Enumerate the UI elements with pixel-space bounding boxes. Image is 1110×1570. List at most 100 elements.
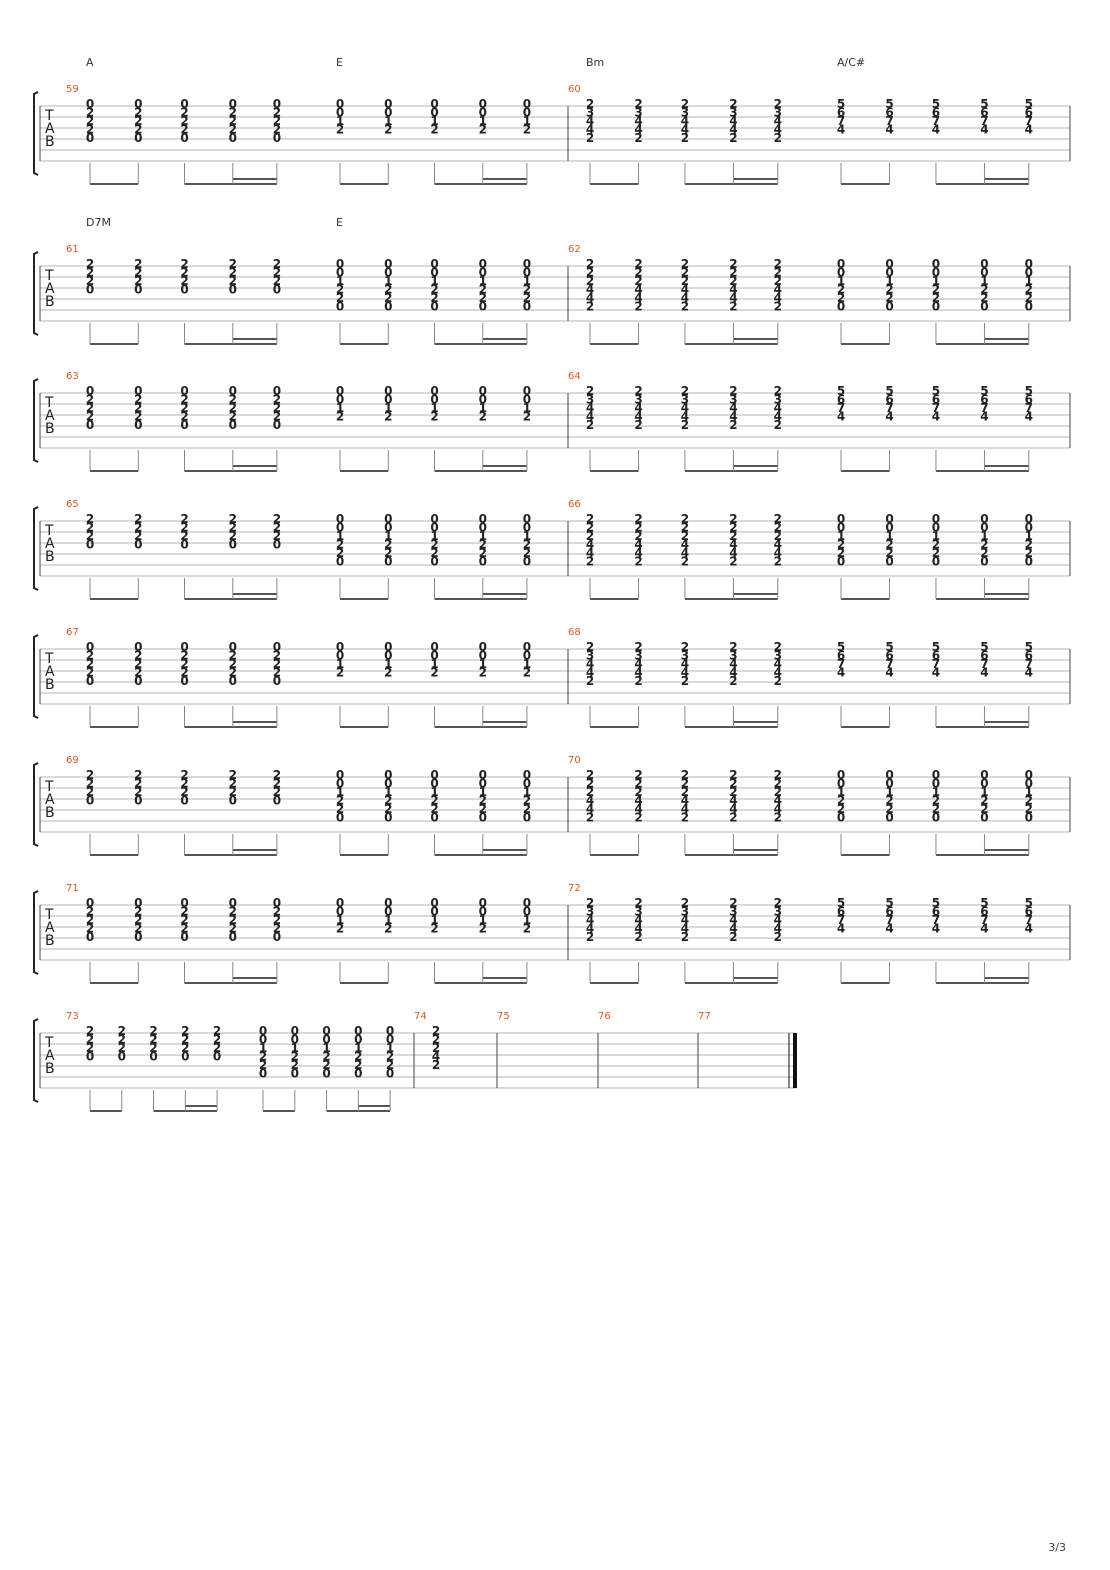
fret-number: 2 [134,921,142,935]
fret-number: 2 [586,274,594,288]
fret-number: 4 [634,401,642,415]
fret-number: 0 [479,257,487,271]
fret-number: 0 [479,640,487,654]
fret-number: 3 [774,904,782,918]
fret-number: 1 [523,913,531,927]
fret-number: 2 [932,282,940,296]
measure-number: 65 [66,499,79,510]
fret-number: 2 [273,122,281,136]
fret-number: 1 [885,785,893,799]
fret-number: 0 [523,392,531,406]
fret-number: 4 [729,291,737,305]
fret-number: 0 [259,1024,267,1038]
fret-number: 2 [180,114,188,128]
fret-number: 2 [430,546,438,560]
fret-number: 2 [432,1041,440,1055]
fret-number: 0 [134,97,142,111]
fret-number: 2 [634,640,642,654]
fret-number: 2 [134,105,142,119]
fret-number: 1 [291,1041,299,1055]
fret-number: 0 [384,97,392,111]
fret-number: 5 [885,640,893,654]
fret-number: 0 [479,97,487,111]
fret-number: 2 [681,299,689,313]
fret-number: 2 [430,122,438,136]
fret-number: 2 [134,648,142,662]
fret-number: 2 [729,776,737,790]
fret-number: 4 [634,122,642,136]
fret-number: 2 [586,896,594,910]
fret-number: 4 [729,114,737,128]
fret-number: 7 [837,401,845,415]
fret-number: 0 [430,257,438,271]
fret-number: 2 [479,921,487,935]
fret-number: 0 [180,537,188,551]
fret-number: 0 [336,640,344,654]
fret-number: 0 [86,896,94,910]
fret-number: 0 [523,257,531,271]
fret-number: 2 [980,793,988,807]
fret-number: 2 [180,648,188,662]
fret-number: 2 [134,409,142,423]
fret-number: 2 [980,282,988,296]
fret-number: 0 [837,768,845,782]
fret-number: 2 [729,384,737,398]
fret-number: 2 [180,520,188,534]
fret-number: 2 [681,776,689,790]
fret-number: 7 [885,401,893,415]
fret-number: 7 [885,913,893,927]
fret-number: 0 [430,384,438,398]
fret-number: 0 [479,512,487,526]
fret-number: 2 [523,921,531,935]
fret-number: 2 [384,122,392,136]
fret-number: 2 [681,418,689,432]
fret-number: 2 [1025,537,1033,551]
fret-number: 4 [729,537,737,551]
fret-number: 0 [430,768,438,782]
fret-number: 0 [479,384,487,398]
fret-number: 0 [384,520,392,534]
fret-number: 4 [634,537,642,551]
fret-number: 0 [229,384,237,398]
fret-number: 2 [336,802,344,816]
fret-number: 1 [980,785,988,799]
fret-number: 2 [523,665,531,679]
fret-number: 0 [523,810,531,824]
fret-number: 2 [86,657,94,671]
fret-number: 0 [180,640,188,654]
fret-number: 0 [523,768,531,782]
fret-number: 2 [180,776,188,790]
fret-number: 4 [774,921,782,935]
fret-number: 2 [885,291,893,305]
fret-number: 2 [586,512,594,526]
fret-number: 0 [86,1049,94,1063]
fret-number: 0 [273,930,281,944]
fret-number: 2 [681,512,689,526]
fret-number: 0 [479,904,487,918]
fret-number: 2 [384,546,392,560]
fret-number: 5 [837,384,845,398]
fret-number: 2 [86,409,94,423]
fret-number: 4 [681,793,689,807]
measure-number: 59 [66,84,79,95]
fret-number: 5 [980,97,988,111]
measure-number: 69 [66,755,79,766]
fret-number: 7 [932,114,940,128]
fret-number: 2 [213,1041,221,1055]
fret-number: 0 [336,554,344,568]
fret-number: 0 [523,105,531,119]
fret-number: 7 [837,114,845,128]
fret-number: 7 [980,401,988,415]
fret-number: 0 [354,1066,362,1080]
fret-number: 2 [229,529,237,543]
fret-number: 2 [134,785,142,799]
fret-number: 0 [932,257,940,271]
fret-number: 0 [273,97,281,111]
fret-number: 2 [86,512,94,526]
fret-number: 1 [336,913,344,927]
fret-number: 2 [86,1024,94,1038]
system-bracket [33,634,39,719]
fret-number: 2 [229,785,237,799]
fret-number: 4 [837,921,845,935]
fret-number: 2 [586,640,594,654]
